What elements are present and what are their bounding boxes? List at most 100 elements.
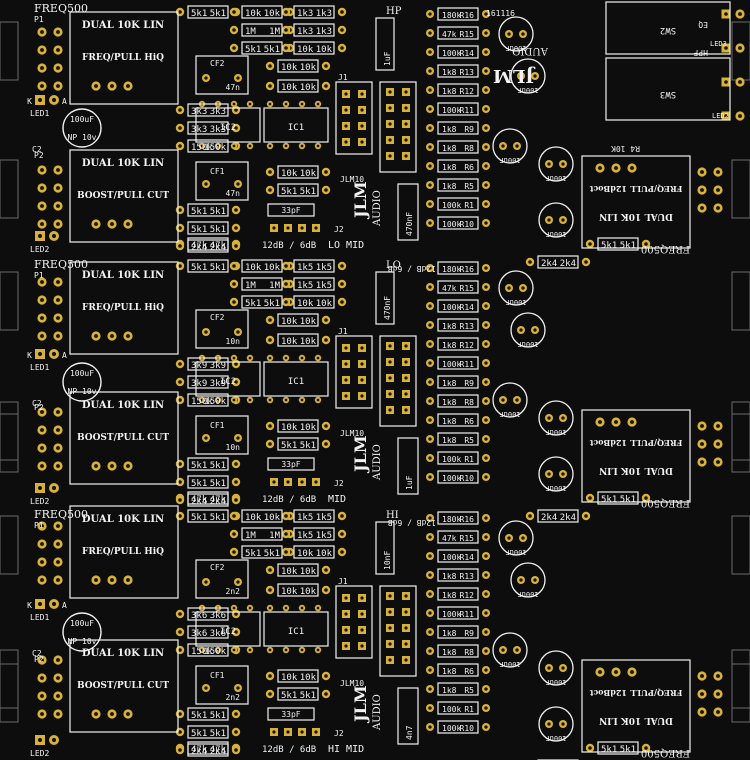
cap-value: 100uF	[70, 115, 94, 124]
pot-pad-hole	[40, 84, 44, 88]
pot-pad-hole	[40, 676, 44, 680]
r8-pad-a-hole	[178, 362, 182, 366]
r-ref: R13	[460, 68, 475, 77]
r-pad-hole	[484, 516, 488, 520]
led3-label: LED3	[710, 40, 727, 48]
r-val: 1k8	[442, 591, 457, 600]
r-ref: R6	[464, 163, 474, 172]
ic-pin-hole	[248, 648, 252, 652]
cap-outline	[62, 612, 102, 652]
pot-outline-4	[69, 505, 179, 599]
r6-pad-b-hole	[324, 338, 328, 342]
pot-pad-hole	[56, 446, 60, 450]
r-pad-hole	[484, 611, 488, 615]
r7-ref: 5k1	[191, 711, 207, 721]
r4-body	[241, 259, 283, 273]
pot-pad-hole	[716, 442, 720, 446]
r18-value: 5k1	[210, 513, 226, 523]
ic-pin-hole	[316, 102, 320, 106]
r-val: 1k8	[442, 379, 457, 388]
r12-body	[277, 437, 319, 451]
brand-audio: AUDIO	[372, 444, 383, 481]
pot-pad-hole	[40, 578, 44, 582]
pot-pad-hole	[614, 420, 618, 424]
cap-outline	[62, 362, 102, 402]
r7-ref: 5k1	[191, 461, 207, 471]
cf-bot-box	[397, 687, 419, 745]
pot-pad-hole	[110, 84, 114, 88]
r-body	[437, 83, 479, 97]
pot-dual-lin-label: DUAL 10K LIN	[82, 158, 164, 169]
r7-pad-a-hole	[178, 208, 182, 212]
r-pad-hole	[428, 342, 432, 346]
r-ref: R16	[460, 265, 475, 274]
r-ref: R14	[460, 49, 475, 58]
ic-pin-hole	[284, 144, 288, 148]
pot-pad-hole	[700, 206, 704, 210]
r-pad-hole	[428, 266, 432, 270]
cap-pad-hole	[501, 398, 505, 402]
cf-bot-box	[397, 437, 419, 495]
r13-value: 10k	[300, 423, 317, 433]
led-a-label: A	[62, 351, 67, 360]
ic-pin-hole	[268, 356, 272, 360]
r15-ref: 2k4	[191, 497, 207, 507]
cap-pad-hole	[547, 722, 551, 726]
r-body	[437, 299, 479, 313]
cf1-label: CF1	[210, 421, 225, 430]
cap-pad-hole	[521, 286, 525, 290]
pot-pad-hole	[716, 188, 720, 192]
pot-pad-hole	[56, 334, 60, 338]
r8-pad-a-hole	[178, 612, 182, 616]
r9-body	[187, 375, 229, 389]
r-body	[437, 178, 479, 192]
r-val: 1k8	[442, 182, 457, 191]
cap-voltage: NP 10v	[68, 133, 97, 142]
ic-pin-hole	[232, 398, 236, 402]
pot-pad-hole	[40, 410, 44, 414]
r11-value: 1k3	[316, 9, 332, 19]
r4-value: 10k	[264, 263, 281, 273]
pot-pad-hole	[716, 206, 720, 210]
r8-ref: 3k3	[191, 107, 207, 117]
ic2-outline	[195, 107, 261, 143]
right-db-label: 12dB / 6dB	[388, 264, 436, 273]
r12-ref: 5k1	[281, 441, 297, 451]
r-ref: R14	[460, 553, 475, 562]
pot-pad-hole	[56, 464, 60, 468]
r2-body	[241, 41, 283, 55]
r13-body	[277, 669, 319, 683]
cf1-pad-hole	[204, 436, 208, 440]
pot-frame-2-left	[0, 271, 19, 331]
pot-pad-hole	[40, 298, 44, 302]
r18-ref: 5k1	[191, 263, 207, 273]
r14-pad-b-hole	[234, 480, 238, 484]
r3-ref: 1M	[245, 27, 256, 37]
r-val: 100k	[442, 553, 461, 562]
r-pad-hole	[428, 285, 432, 289]
r15-ref: 2k4	[191, 243, 207, 253]
r9-ref: 3k6	[191, 629, 207, 639]
j1-pin-hole	[344, 346, 348, 350]
r13-pad-b-hole	[324, 424, 328, 428]
led2-label: LED2	[30, 749, 49, 758]
led2-right-label: LED2	[712, 112, 729, 120]
right-cap	[498, 520, 534, 556]
right-db-label: 12dB / 6dB	[388, 518, 436, 527]
cap-value: 100uF	[499, 410, 520, 418]
r6-body	[277, 333, 319, 347]
r-val: 1k8	[442, 87, 457, 96]
r-val: 47k	[442, 534, 457, 543]
r-pad-hole	[428, 126, 432, 130]
ic-pin-hole	[316, 144, 320, 148]
r-val: 180k	[442, 11, 461, 20]
pot-pad-hole	[716, 674, 720, 678]
r-val: 100k	[442, 705, 461, 714]
r-ref: R5	[464, 182, 474, 191]
socket-pin-hole	[388, 344, 392, 348]
socket-pin-hole	[404, 594, 408, 598]
r-pad-hole	[484, 573, 488, 577]
r4-pad-a-hole	[232, 10, 236, 14]
r10-value: 1k5	[316, 281, 332, 291]
r9-pad-b-hole	[234, 380, 238, 384]
